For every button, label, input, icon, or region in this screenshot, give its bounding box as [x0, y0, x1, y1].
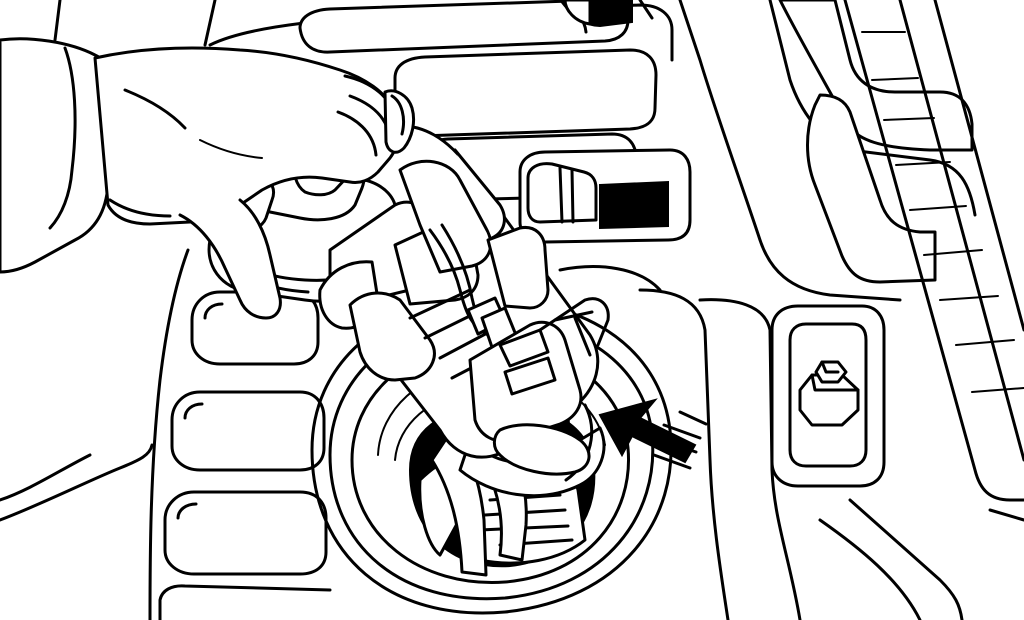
mounting-bolt	[770, 304, 886, 488]
fuel-pump-assembly	[207, 124, 610, 476]
hand	[0, 37, 416, 320]
direction-arrow	[598, 398, 708, 470]
